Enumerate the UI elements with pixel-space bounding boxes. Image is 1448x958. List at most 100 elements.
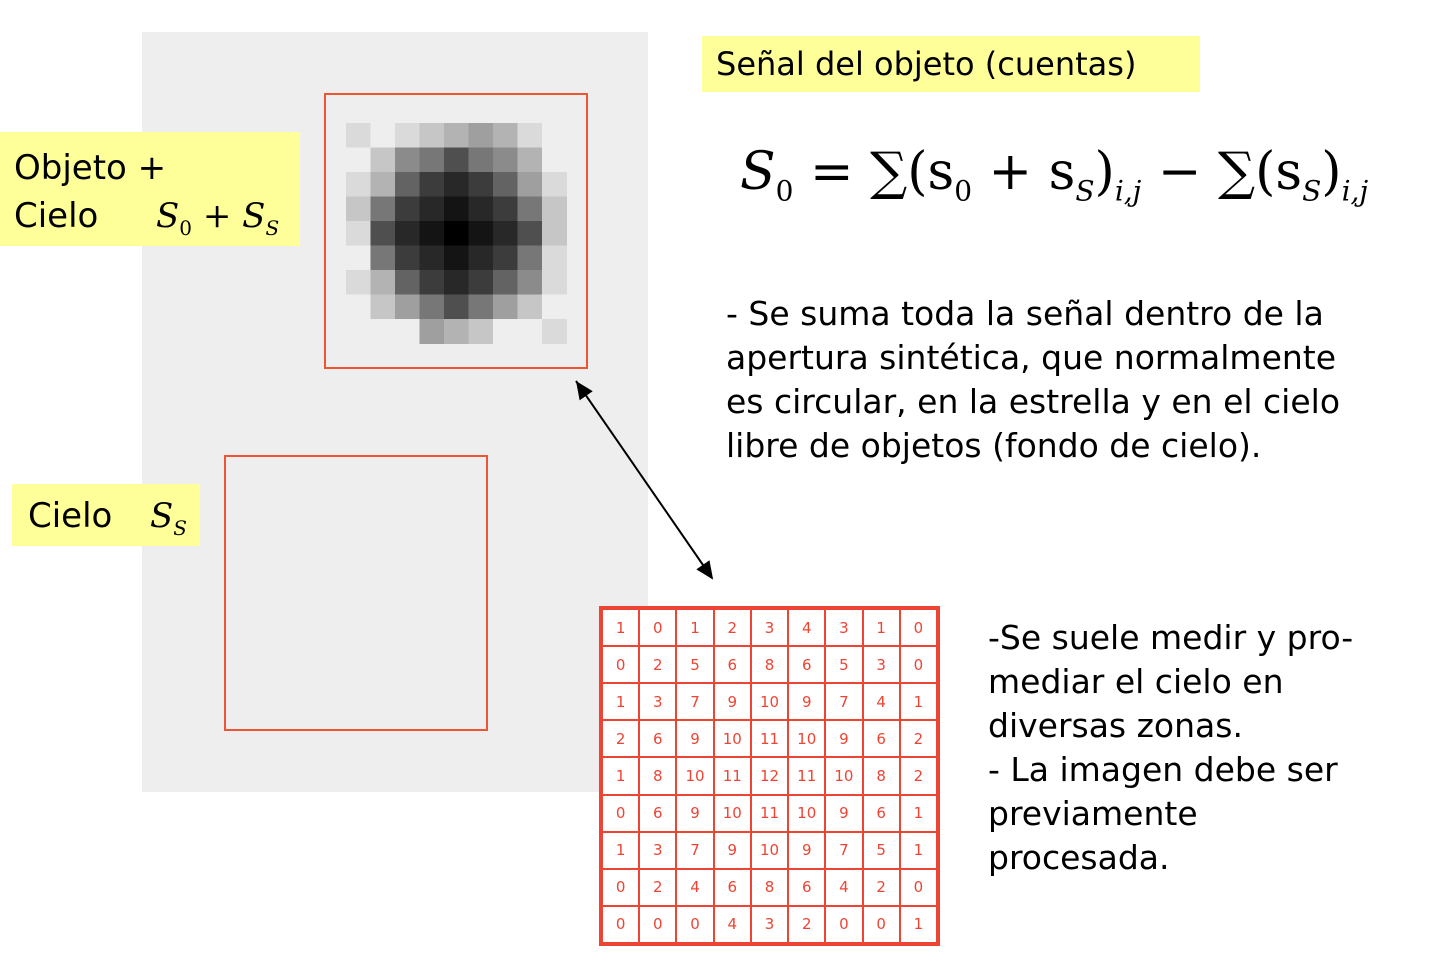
formula-part4: − ∑(s [1141, 142, 1303, 202]
star-pixel [493, 294, 518, 320]
star-pixel [542, 147, 567, 173]
pixel-cell: 4 [788, 609, 826, 647]
sky-description: -Se suele medir y pro- mediar el cielo e… [988, 616, 1428, 880]
sky-eq-s: S [150, 496, 174, 536]
pixel-cell: 2 [899, 720, 937, 758]
star-pixel [395, 294, 420, 320]
pixel-cell: 12 [750, 757, 789, 795]
formula-part5: ) [1321, 142, 1342, 202]
sky-description-line: previamente [988, 794, 1198, 833]
star-pixel [493, 172, 518, 197]
formula-part1: = ∑(s [793, 142, 955, 202]
pixel-cell: 1 [862, 609, 900, 647]
pixel-cell: 11 [750, 794, 789, 832]
pixel-cell: 3 [750, 905, 789, 943]
object-label-line2: Cielo [14, 196, 99, 236]
pixel-cell: 9 [788, 831, 826, 869]
star-pixel [395, 319, 420, 344]
sky-label-text: Cielo [28, 496, 113, 536]
formula-sub-ij1: i,j [1114, 174, 1142, 208]
star-pixel [444, 245, 469, 271]
pixel-cell: 10 [788, 794, 826, 832]
star-pixel [346, 147, 371, 173]
sky-description-line: mediar el cielo en [988, 662, 1284, 701]
star-pixel [444, 294, 469, 320]
pixel-cell: 11 [750, 720, 789, 758]
pixel-cell: 9 [676, 794, 714, 832]
pixel-cell: 6 [788, 868, 826, 906]
pixel-cell: 1 [899, 683, 937, 721]
star-pixel [468, 123, 494, 148]
sky-description-line: procesada. [988, 838, 1170, 877]
pixel-cell: 0 [639, 905, 677, 943]
star-pixel [493, 245, 518, 271]
star-pixel [370, 147, 396, 173]
star-pixel [444, 221, 469, 246]
eq-s0-sub: 0 [179, 215, 193, 240]
pixel-cell: 11 [713, 757, 751, 795]
star-pixel [370, 123, 396, 148]
object-aperture [324, 93, 588, 369]
star-pixel [542, 245, 567, 271]
star-pixel [370, 294, 396, 320]
pixel-cell: 9 [713, 683, 751, 721]
star-pixel [419, 270, 445, 295]
pixel-cell: 0 [602, 868, 640, 906]
star-pixel [444, 196, 469, 222]
star-pixel [542, 270, 567, 295]
pixel-cell: 9 [788, 683, 826, 721]
formula-part3: ) [1094, 142, 1115, 202]
pixel-cell: 3 [862, 646, 900, 684]
star-pixel [346, 172, 371, 197]
pixel-cell: 5 [676, 646, 714, 684]
sky-description-line: - La imagen debe ser [988, 750, 1338, 789]
star-pixel [346, 270, 371, 295]
sky-label: Cielo SS [12, 484, 200, 546]
star-pixel [419, 172, 445, 197]
star-pixel [370, 221, 396, 246]
star-pixel [346, 319, 371, 344]
star-pixel [493, 147, 518, 173]
pixel-cell: 10 [788, 720, 826, 758]
pixel-cell: 2 [602, 720, 640, 758]
star-pixel [468, 172, 494, 197]
star-image [346, 123, 567, 344]
star-pixel [395, 270, 420, 295]
star-pixel [493, 221, 518, 246]
star-pixel [493, 123, 518, 148]
pixel-cell: 2 [788, 905, 826, 943]
signal-title: Señal del objeto (cuentas) [702, 36, 1200, 92]
sum-description-line: - Se suma toda la señal dentro de la [726, 294, 1324, 333]
pixel-cell: 3 [750, 609, 789, 647]
star-pixel [419, 123, 445, 148]
pixel-cell: 6 [639, 794, 677, 832]
star-pixel [517, 147, 543, 173]
star-pixel [370, 270, 396, 295]
pixel-cell: 7 [676, 831, 714, 869]
star-pixel [542, 172, 567, 197]
pixel-cell: 6 [713, 646, 751, 684]
sky-description-line: diversas zonas. [988, 706, 1243, 745]
star-pixel [517, 172, 543, 197]
formula-lhs-sub: 0 [775, 174, 794, 208]
pixel-cell: 3 [825, 609, 863, 647]
formula-sub-c: S [1302, 174, 1322, 208]
pixel-cell: 4 [713, 905, 751, 943]
star-pixel [395, 196, 420, 222]
star-pixel [370, 172, 396, 197]
pixel-cell: 2 [899, 757, 937, 795]
star-pixel [444, 319, 469, 344]
star-pixel [517, 294, 543, 320]
pixel-cell: 1 [602, 831, 640, 869]
star-pixel [419, 221, 445, 246]
pixel-cell: 0 [899, 868, 937, 906]
pixel-cell: 8 [639, 757, 677, 795]
formula-part2: + s [972, 142, 1076, 202]
star-pixel [468, 147, 494, 173]
star-pixel [517, 319, 543, 344]
star-pixel [370, 196, 396, 222]
pixel-cell: 6 [788, 646, 826, 684]
pixel-cell: 7 [825, 683, 863, 721]
star-pixel [444, 270, 469, 295]
